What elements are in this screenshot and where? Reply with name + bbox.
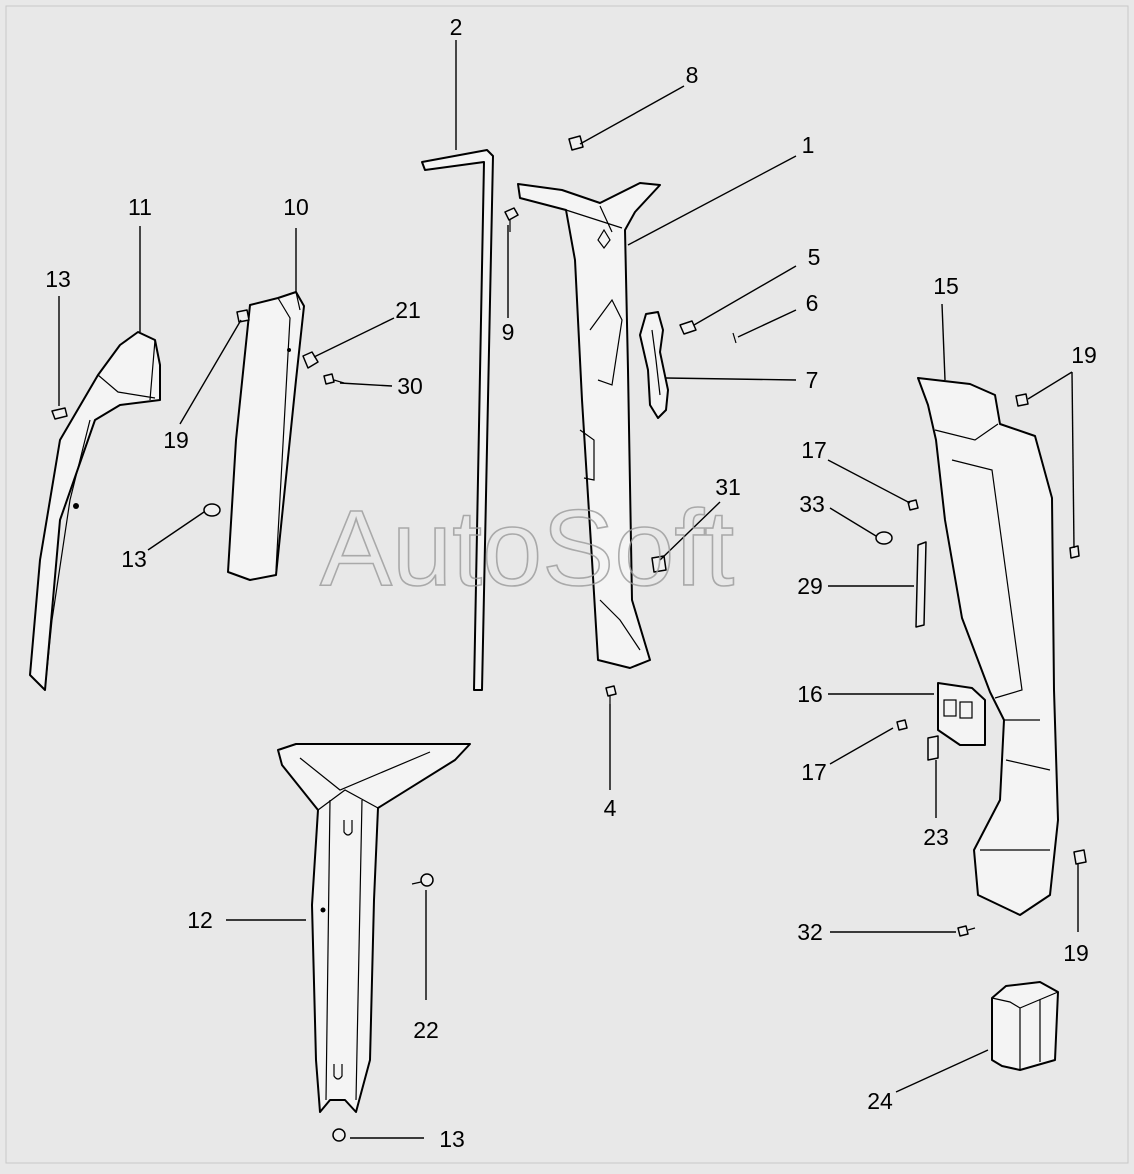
callout-1: 1 (802, 132, 815, 158)
part-5-bolt (679, 320, 697, 335)
part-7-handle (639, 311, 669, 419)
callout-6: 6 (806, 290, 819, 316)
part-10-trim-strip (227, 291, 305, 581)
callout-17-top: 17 (801, 437, 827, 463)
part-23-pad (927, 735, 939, 761)
callout-33: 33 (799, 491, 825, 517)
callout-16: 16 (797, 681, 823, 707)
callout-10: 10 (283, 194, 309, 220)
part-17-screw-b (896, 719, 908, 731)
part-32-screw (957, 925, 976, 937)
part-19-clip-a (236, 309, 250, 323)
part-6-pin (732, 332, 737, 344)
callout-23: 23 (923, 824, 949, 850)
callout-8: 8 (686, 62, 699, 88)
part-1-pillar-trim (517, 182, 661, 669)
part-16-panel (937, 682, 986, 746)
callout-4: 4 (604, 795, 617, 821)
part-8-clip (568, 135, 584, 151)
part-33-grommet (875, 531, 893, 545)
callout-31: 31 (715, 474, 741, 500)
callout-13-top: 13 (45, 266, 71, 292)
callout-19-right: 19 (1071, 342, 1097, 368)
callout-labels: 2 8 1 11 10 13 21 9 5 6 7 30 19 15 19 17… (45, 14, 1097, 1152)
callout-24: 24 (867, 1088, 893, 1114)
callout-13-bottom: 13 (439, 1126, 465, 1152)
callout-9: 9 (502, 319, 515, 345)
part-13-pin-c (332, 1128, 346, 1142)
callout-32: 32 (797, 919, 823, 945)
part-17-screw-a (907, 499, 919, 511)
callout-12: 12 (187, 907, 213, 933)
callout-19-left: 19 (163, 427, 189, 453)
callout-7: 7 (806, 367, 819, 393)
callout-19-bottom: 19 (1063, 940, 1089, 966)
callout-22: 22 (413, 1017, 439, 1043)
part-19-clip-d (1073, 849, 1087, 865)
callout-17-bottom: 17 (801, 759, 827, 785)
callout-15: 15 (933, 273, 959, 299)
callout-5: 5 (808, 244, 821, 270)
part-19-clip-b (1015, 393, 1029, 407)
callout-21: 21 (395, 297, 421, 323)
part-13-pin-b (203, 503, 221, 517)
part-11-a-pillar-trim (29, 331, 161, 691)
part-19-clip-c (1069, 545, 1080, 559)
frame (5, 5, 1129, 1164)
part-13-pin-a (51, 407, 68, 420)
part-12-lower-pillar-trim (277, 743, 471, 1113)
part-21-cap (302, 351, 319, 369)
callout-13-mid: 13 (121, 546, 147, 572)
part-29-strip (915, 541, 927, 628)
callout-29: 29 (797, 573, 823, 599)
part-9-screw (504, 207, 519, 232)
part-31-clip (651, 555, 667, 573)
part-15-rear-pillar-trim (917, 377, 1059, 916)
callout-11: 11 (128, 194, 152, 220)
watermark: AutoSoft (320, 487, 734, 608)
part-24-block (991, 981, 1059, 1071)
leader-lines (58, 40, 1079, 1139)
callout-30: 30 (397, 373, 423, 399)
part-4-screw (605, 685, 617, 704)
part-2-weatherstrip (421, 149, 494, 691)
callout-2: 2 (450, 14, 463, 40)
part-22-screw (411, 873, 434, 887)
